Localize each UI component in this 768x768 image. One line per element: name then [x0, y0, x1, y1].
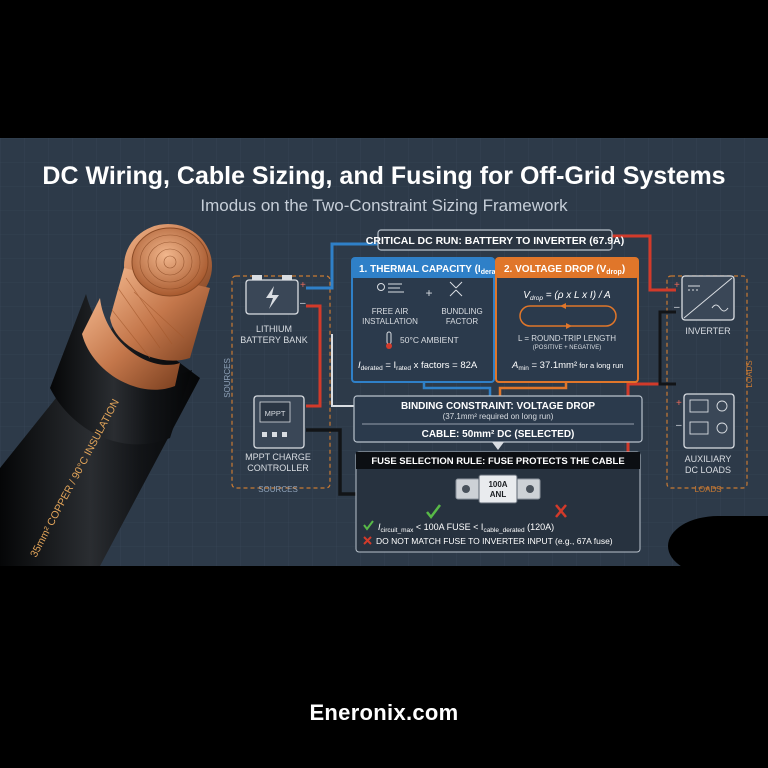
loads-side-label: LOADS [745, 360, 754, 387]
free-air-label-2: INSTALLATION [362, 317, 418, 326]
page-title: DC Wiring, Cable Sizing, and Fusing for … [42, 162, 725, 190]
fuse-type: ANL [490, 490, 507, 499]
copper-strands-flare [82, 298, 180, 390]
corner-shape [668, 516, 768, 576]
wire-inverter-negative [658, 310, 676, 386]
voltage-formula: Vdrop = (ρ x L x I) / A [523, 290, 611, 302]
copper-cable-illustration: 35mm² COPPER / 90°C INSULATION [0, 224, 212, 566]
mppt-label: MPPT CHARGE [245, 452, 311, 462]
inverter-label: INVERTER [685, 326, 731, 336]
round-trip-loop-icon [519, 303, 617, 329]
sources-region [231, 275, 331, 489]
thermometer-icon [386, 331, 392, 349]
mppt-screen-label: MPPT [265, 409, 286, 418]
thermal-connector [422, 382, 492, 396]
battery-negative-label: – [300, 298, 306, 309]
aux-loads-label: AUXILIARY [685, 454, 732, 464]
bundling-icon [449, 281, 463, 297]
auxiliary-loads-icon [683, 393, 735, 449]
inverter-negative-label: – [674, 302, 680, 313]
battery-label: LITHIUM [256, 324, 292, 334]
aux-loads-label-2: DC LOADS [685, 465, 731, 475]
wire-battery-positive [306, 304, 322, 408]
battery-positive-label: + [300, 280, 306, 291]
aux-positive-label: + [676, 398, 682, 409]
blueprint-board: DC Wiring, Cable Sizing, and Fusing for … [0, 138, 768, 566]
mppt-label-2: CONTROLLER [247, 463, 309, 473]
length-note: (POSITIVE + NEGATIVE) [533, 345, 601, 351]
voltage-header-bar [496, 258, 638, 278]
binding-heading: BINDING CONSTRAINT: VOLTAGE DROP [401, 401, 595, 412]
plus-sign: + [425, 286, 432, 300]
fuse-rating: 100A [488, 480, 507, 489]
length-label: L = ROUND-TRIP LENGTH [518, 334, 616, 343]
fuse-header-bar [356, 452, 640, 469]
sources-bottom-label: SOURCES [258, 485, 298, 494]
battery-label-2: BATTERY BANK [240, 335, 308, 345]
mppt-controller-icon [253, 395, 305, 449]
fuse-heading: FUSE SELECTION RULE: FUSE PROTECTS THE C… [371, 456, 624, 467]
amin-formula: Amin = 37.1mm² for a long run [511, 360, 623, 372]
voltage-connector [498, 382, 568, 396]
footer-brand: Eneronix.com [309, 700, 459, 725]
arrow-to-binding [331, 334, 354, 407]
free-air-label: FREE AIR [372, 307, 409, 316]
thermal-header-bar [352, 258, 494, 278]
critical-run-banner [377, 229, 613, 251]
check-small-icon [363, 520, 374, 531]
check-icon [426, 504, 441, 520]
voltage-heading: 2. VOLTAGE DROP (Vdrop) [504, 264, 625, 276]
arrow-down-icon [492, 442, 504, 450]
binding-note: (37.1mm² required on long run) [443, 412, 554, 421]
inverter-icon [681, 275, 735, 321]
diagram-canvas: DC Wiring, Cable Sizing, and Fusing for … [0, 138, 768, 566]
ambient-label: 50°C AMBIENT [400, 335, 459, 345]
inverter-positive-label: + [674, 280, 680, 291]
bundling-label: BUNDLING [441, 307, 482, 316]
battery-icon [245, 275, 299, 315]
cross-small-icon [363, 536, 372, 545]
wire-battery-to-critical-run [306, 242, 378, 290]
loads-bottom-label: LOADS [694, 485, 721, 494]
critical-run-label: CRITICAL DC RUN: BATTERY TO INVERTER (67… [366, 235, 624, 247]
page-subtitle: Imodus on the Two-Constraint Sizing Fram… [200, 196, 568, 215]
thermal-formula: Iderated = Irated x factors = 82A [358, 360, 478, 372]
sources-side-label: SOURCES [223, 358, 232, 398]
anl-fuse-icon [455, 474, 541, 504]
free-air-icon [377, 283, 404, 293]
selected-cable-label: CABLE: 50mm² DC (SELECTED) [422, 429, 575, 440]
bundling-label-2: FACTOR [446, 317, 479, 326]
fuse-rule: Icircuit_max < 100A FUSE < Icable_derate… [378, 522, 554, 534]
cross-icon [555, 504, 567, 518]
copper-strand-face [131, 227, 209, 297]
wire-critical-run-to-inverter [612, 234, 676, 292]
aux-negative-label: – [676, 420, 682, 431]
fuse-warning: DO NOT MATCH FUSE TO INVERTER INPUT (e.g… [376, 536, 613, 546]
